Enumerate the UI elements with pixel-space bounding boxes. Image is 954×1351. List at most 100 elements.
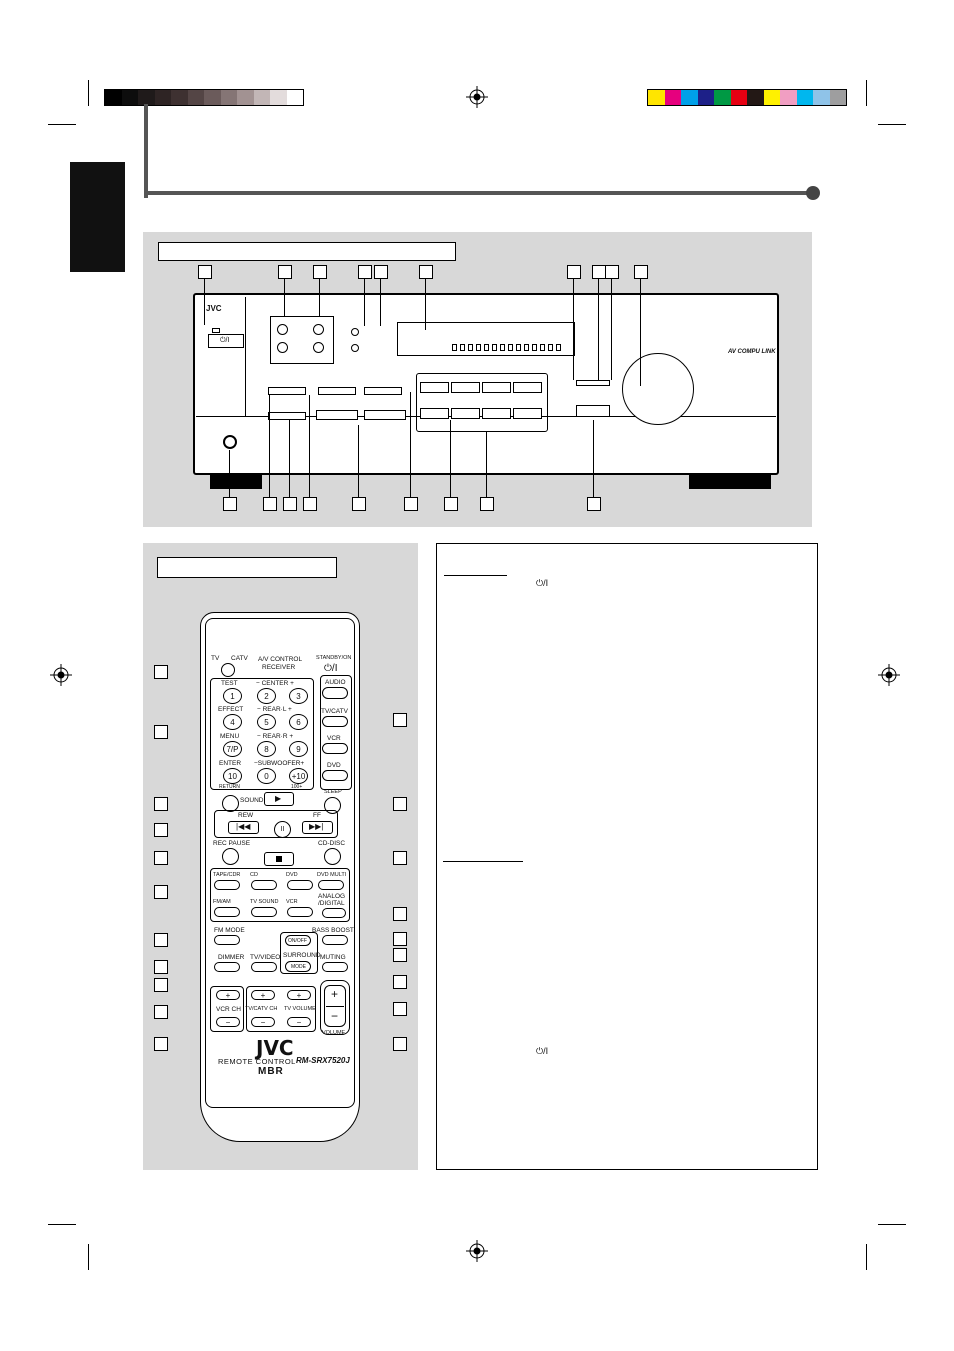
front-button[interactable] — [576, 380, 610, 386]
fm-mode-button[interactable] — [214, 935, 240, 945]
vcr-button[interactable] — [322, 743, 348, 754]
callout-marker — [313, 265, 327, 279]
vcr-label: VCR — [327, 735, 341, 742]
audio-button[interactable] — [322, 687, 348, 699]
source-select-button[interactable] — [318, 880, 344, 890]
tvcatv-ch-down-button[interactable]: − — [251, 1017, 275, 1027]
source-button[interactable] — [451, 408, 480, 419]
adjust-knob[interactable] — [313, 324, 324, 335]
adjust-knob[interactable] — [313, 342, 324, 353]
tvcatv-ch-up-button[interactable]: + — [251, 990, 275, 1000]
play-button[interactable] — [264, 792, 294, 806]
display-segment — [484, 344, 489, 351]
play-icon: ▶ — [275, 794, 282, 803]
number-key-4[interactable]: 4 — [223, 714, 242, 730]
source-button[interactable] — [513, 382, 542, 393]
crop-mark — [88, 80, 89, 106]
front-button[interactable] — [316, 410, 358, 420]
sound-button[interactable] — [222, 795, 239, 812]
number-key-2[interactable]: 2 — [257, 688, 276, 704]
number-key-0[interactable]: 0 — [257, 768, 276, 784]
color-swatch — [829, 90, 846, 105]
analog-digital-button[interactable] — [322, 908, 346, 918]
dimmer-button[interactable] — [214, 962, 240, 972]
tv-video-button[interactable] — [251, 962, 277, 972]
catv-label: CATV — [231, 655, 248, 662]
source-select-button[interactable] — [251, 907, 277, 917]
cd-disc-button[interactable] — [324, 848, 341, 865]
front-button[interactable] — [268, 387, 306, 395]
receiver-left-section — [198, 297, 246, 417]
callout-marker — [154, 851, 168, 865]
rec-pause-label: REC PAUSE — [213, 840, 251, 847]
power-icon[interactable]: ⏻/I — [324, 663, 338, 674]
source-select-button[interactable] — [287, 907, 313, 917]
audio-label: AUDIO — [325, 679, 346, 686]
number-key-1[interactable]: 1 — [223, 688, 242, 704]
callout-marker — [154, 823, 168, 837]
bass-boost-button[interactable] — [322, 935, 348, 945]
color-swatch — [681, 90, 698, 105]
number-key-7-P[interactable]: 7/P — [223, 741, 242, 757]
source-select-button[interactable] — [251, 880, 277, 890]
front-panel-heading-box — [158, 242, 456, 261]
sleep-button[interactable] — [324, 797, 341, 814]
source-button[interactable] — [482, 382, 511, 393]
surround-on-off-button[interactable] — [285, 935, 311, 946]
number-key-plus10[interactable]: +10 — [289, 768, 308, 784]
rew-button[interactable] — [228, 821, 259, 834]
number-key-10[interactable]: 10 — [223, 768, 242, 784]
muting-button[interactable] — [322, 962, 348, 972]
up-down-buttons[interactable] — [576, 405, 610, 417]
receiver-foot-left — [210, 475, 262, 489]
display-window — [397, 322, 575, 356]
tvcatv-button[interactable] — [322, 716, 348, 727]
source-button[interactable] — [420, 408, 449, 419]
leader-line — [425, 278, 426, 330]
leader-line — [229, 450, 230, 497]
gray-calibration-bar — [104, 89, 304, 106]
volume-down-label: − — [331, 1009, 339, 1023]
adjust-knob[interactable] — [277, 342, 288, 353]
number-key-3[interactable]: 3 — [289, 688, 308, 704]
adjust-knob[interactable] — [277, 324, 288, 335]
pause-button[interactable]: II — [274, 821, 291, 838]
source-button[interactable] — [482, 408, 511, 419]
tv-catv-switch[interactable] — [221, 663, 235, 677]
number-key-9[interactable]: 9 — [289, 741, 308, 757]
source-label: TAPE/CDR — [213, 872, 241, 878]
front-button[interactable] — [364, 387, 402, 395]
number-key-8[interactable]: 8 — [257, 741, 276, 757]
crop-mark — [878, 124, 906, 125]
rec-pause-button[interactable] — [222, 848, 239, 865]
ff-button[interactable] — [302, 821, 333, 834]
callout-marker — [303, 497, 317, 511]
source-select-button[interactable] — [214, 907, 240, 917]
front-button[interactable] — [318, 387, 356, 395]
front-button[interactable] — [268, 412, 306, 420]
tv-volume-up-button[interactable]: + — [287, 990, 311, 1000]
dvd-label: DVD — [327, 762, 341, 769]
tv-volume-down-button[interactable]: − — [287, 1017, 311, 1027]
source-select-button[interactable] — [287, 880, 313, 890]
vcr-ch-up-button[interactable]: + — [216, 990, 240, 1000]
surround-mode-button[interactable] — [285, 961, 311, 972]
source-button[interactable] — [451, 382, 480, 393]
display-segment — [540, 344, 545, 351]
display-segment — [468, 344, 473, 351]
callout-marker — [154, 885, 168, 899]
front-button[interactable] — [364, 410, 406, 420]
power-button[interactable] — [208, 334, 244, 348]
source-button[interactable] — [420, 382, 449, 393]
source-button[interactable] — [513, 408, 542, 419]
surround-label: SURROUND — [283, 952, 321, 959]
source-select-button[interactable] — [214, 880, 240, 890]
tv-label: TV — [211, 655, 220, 662]
phones-jack[interactable] — [223, 435, 237, 449]
callout-marker — [283, 497, 297, 511]
number-key-5[interactable]: 5 — [257, 714, 276, 730]
number-key-6[interactable]: 6 — [289, 714, 308, 730]
dvd-button[interactable] — [322, 770, 348, 781]
master-volume-knob[interactable] — [622, 353, 694, 425]
vcr-ch-down-button[interactable]: − — [216, 1017, 240, 1027]
